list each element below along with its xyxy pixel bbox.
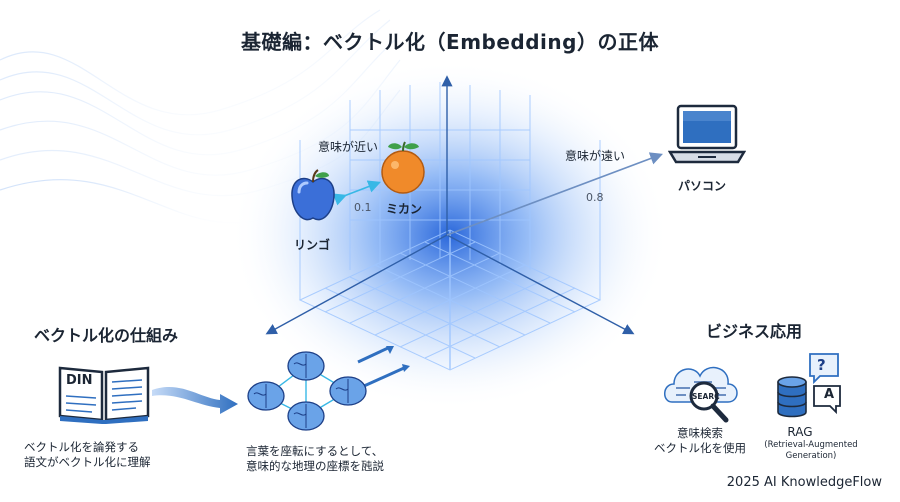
network-caption-line2: 意味的な地理の座標を瓲説 xyxy=(246,459,384,473)
search-caption-line2: ベクトル化を使用 xyxy=(654,441,746,455)
right-section-title: ビジネス応用 xyxy=(706,322,803,341)
orange-label: ミカン xyxy=(386,202,423,216)
vector-grid xyxy=(298,82,602,371)
network-caption: 言葉を座転にするとして、 意味的な地理の座標を瓲説 xyxy=(246,444,384,474)
near-label: 意味が近い xyxy=(318,140,379,154)
pc-label: パソコン xyxy=(678,179,727,193)
page-title: 基礎編：ベクトル化（Embedding）の正体 xyxy=(241,30,659,54)
book-caption: ベクトル化を論発する 語文がベクトル化に理解 xyxy=(24,440,151,470)
far-distance-value: 0.8 xyxy=(586,191,604,204)
near-distance-value: 0.1 xyxy=(354,201,372,214)
laptop-icon xyxy=(668,104,746,164)
apple-icon xyxy=(291,169,335,221)
rag-subtitle: (Retrieval-Augmented Generation) xyxy=(758,440,864,462)
rag-question-mark: ? xyxy=(817,356,826,374)
left-section-title: ベクトル化の仕組み xyxy=(34,326,179,345)
far-label: 意味が遠い xyxy=(565,149,626,163)
vector-axes xyxy=(265,75,635,335)
book-label: DIN xyxy=(66,373,93,388)
book-caption-line1: ベクトル化を論発する xyxy=(24,440,139,454)
search-caption: 意味検索 ベクトル化を使用 xyxy=(640,426,760,456)
flow-arrow xyxy=(152,386,238,414)
rag-subtitle-line2: Generation) xyxy=(785,451,837,461)
neural-network-icon xyxy=(247,346,410,431)
rag-subtitle-line1: (Retrieval-Augmented xyxy=(764,440,858,450)
far-vector-arrow xyxy=(446,152,663,236)
semantic-search-icon xyxy=(664,366,738,423)
search-caption-line1: 意味検索 xyxy=(677,426,723,440)
orange-icon xyxy=(381,141,425,194)
network-caption-line1: 言葉を座転にするとして、 xyxy=(246,444,384,458)
rag-icon xyxy=(777,353,841,418)
book-caption-line2: 語文がベクトル化に理解 xyxy=(24,455,151,469)
rag-answer-mark: A xyxy=(824,387,835,402)
book-icon xyxy=(58,366,150,424)
search-inner-text: SEARC xyxy=(692,392,720,401)
apple-label: リンゴ xyxy=(294,238,331,252)
near-vector-arrow xyxy=(332,180,381,206)
footer-credit: 2025 AI KnowledgeFlow xyxy=(726,475,882,490)
rag-label: RAG xyxy=(787,425,813,439)
